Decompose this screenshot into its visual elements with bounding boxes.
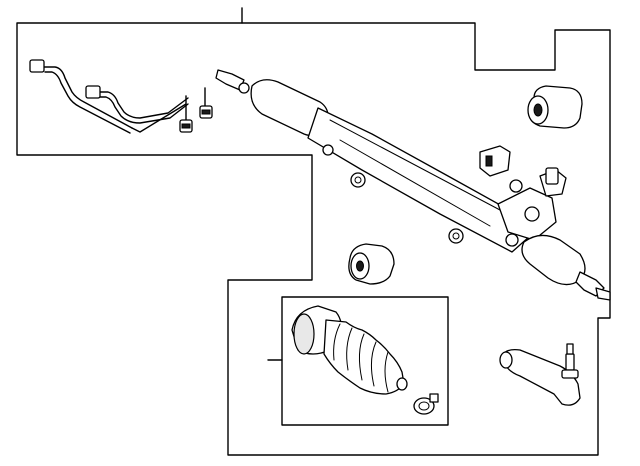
fitting-2 xyxy=(85,85,101,99)
rack-boot xyxy=(291,305,408,395)
boot-fold-5 xyxy=(384,351,389,393)
mount-eye-2-hole xyxy=(452,232,460,240)
assembly-boundary xyxy=(16,22,611,456)
boot-opening xyxy=(293,313,315,355)
pressure-lines xyxy=(29,59,213,134)
pressure-line-joint xyxy=(131,103,187,133)
tie-rod-stud xyxy=(565,353,575,371)
mount-eye-3 xyxy=(322,144,334,156)
clamp-buckle xyxy=(429,393,439,403)
clamp-ring xyxy=(413,397,435,415)
clip-body xyxy=(479,145,511,177)
fitting-3-nut xyxy=(181,123,191,129)
mount-bushing-left xyxy=(348,243,395,285)
outer-tie-rod-end xyxy=(499,343,581,406)
fitting-4-nut xyxy=(201,109,211,115)
boot-fold-2 xyxy=(346,327,353,371)
boot-small-end xyxy=(396,377,408,391)
clip-slot xyxy=(485,155,493,167)
mount-eye-1-hole xyxy=(354,176,362,184)
pressure-line-2-outer xyxy=(97,96,189,124)
port-fitting-2 xyxy=(524,206,540,222)
bushing-hole xyxy=(533,103,543,117)
right-cylinder xyxy=(521,234,586,286)
housing-ridge xyxy=(329,119,501,211)
tie-rod-thread xyxy=(566,343,574,355)
pinion-shaft xyxy=(545,167,559,185)
left-tie-rod-nut xyxy=(238,82,250,94)
boot-kit-box xyxy=(281,296,449,426)
boot-bellows xyxy=(323,319,405,395)
mount-eye-1 xyxy=(350,172,366,188)
rack-housing xyxy=(307,107,531,253)
pressure-line-2 xyxy=(99,91,189,119)
port-fitting-3 xyxy=(505,233,519,247)
tie-rod-socket xyxy=(499,351,513,369)
bushing-left-hole xyxy=(356,260,364,272)
tie-rod-arm xyxy=(501,348,581,406)
port-fitting-1 xyxy=(509,179,523,193)
clamp-ring-inner xyxy=(418,401,430,411)
retaining-clip xyxy=(479,145,511,177)
boot-fold-1 xyxy=(333,323,341,361)
steering-gear-assembly xyxy=(215,69,611,301)
fitting-1 xyxy=(29,59,45,73)
mount-bushing-right xyxy=(527,85,583,129)
boot-clamp xyxy=(413,393,439,415)
right-tie-rod-tip xyxy=(595,287,611,301)
tie-rod-stud-base xyxy=(561,369,579,379)
housing-ridge-2 xyxy=(339,139,491,227)
boot-fold-4 xyxy=(370,341,377,387)
boot-fold-3 xyxy=(358,333,365,381)
mount-eye-2 xyxy=(448,228,464,244)
pressure-line-1 xyxy=(41,66,133,129)
pressure-line-1-outer xyxy=(44,71,131,134)
